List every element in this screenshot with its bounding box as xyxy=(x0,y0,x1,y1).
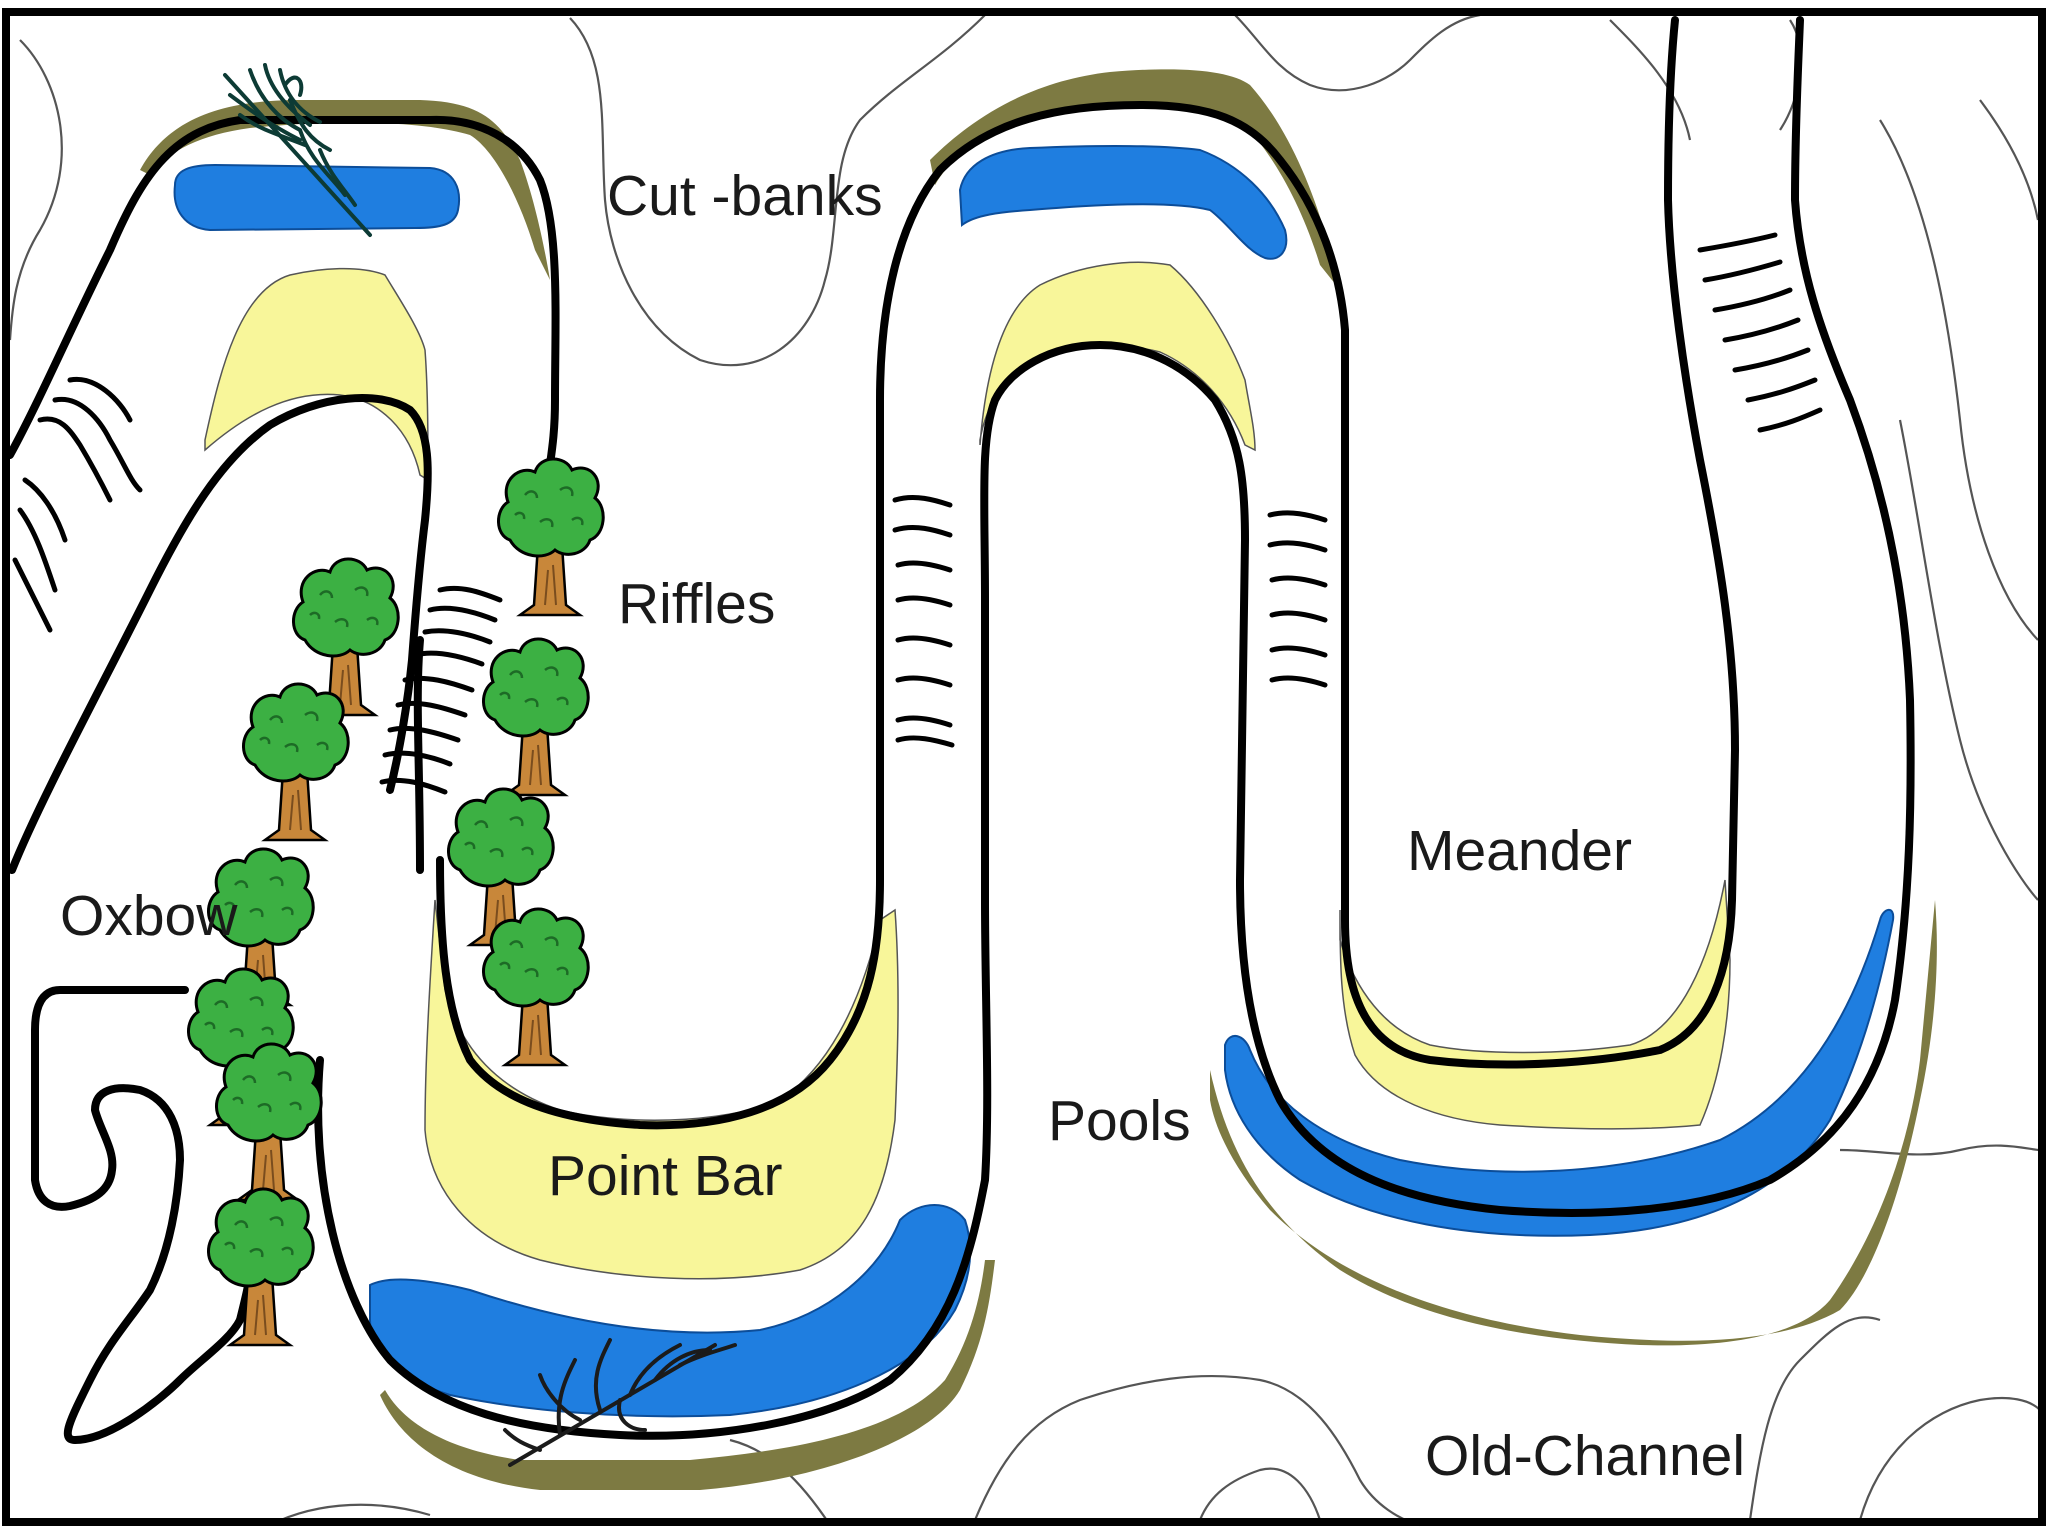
label-oxbow: Oxbow xyxy=(60,884,238,948)
label-cut-banks: Cut -banks xyxy=(607,164,883,228)
label-old-channel: Old-Channel xyxy=(1425,1424,1745,1488)
pool-upper-left xyxy=(173,163,460,232)
pools-water xyxy=(173,144,1895,1418)
riffle-icon xyxy=(1267,510,1328,688)
pool-lower-right xyxy=(1224,908,1895,1237)
point-bar-right xyxy=(1339,879,1731,1130)
riffle-icon xyxy=(379,585,503,795)
riffle-marks xyxy=(12,232,1823,795)
diagram-frame xyxy=(2,8,2046,1526)
pool-upper-middle xyxy=(958,144,1288,260)
label-pools: Pools xyxy=(1048,1089,1191,1153)
point-bar-main xyxy=(424,899,899,1280)
river-banks xyxy=(6,16,1915,1444)
point-bar-upper-left xyxy=(204,267,429,482)
fallen-tree-icon xyxy=(503,1338,737,1467)
label-meander: Meander xyxy=(1407,819,1632,883)
labels: Cut -banks Riffles Meander Oxbow Point B… xyxy=(60,164,1745,1488)
fallen-tree-icon xyxy=(223,63,372,237)
pool-lower-middle xyxy=(369,1204,972,1418)
riffle-icon xyxy=(1697,232,1823,433)
riffle-icon xyxy=(12,376,143,633)
riffle-icon xyxy=(892,495,955,748)
label-point-bar: Point Bar xyxy=(548,1144,782,1208)
point-bars xyxy=(204,261,1731,1280)
label-riffles: Riffles xyxy=(618,572,775,636)
